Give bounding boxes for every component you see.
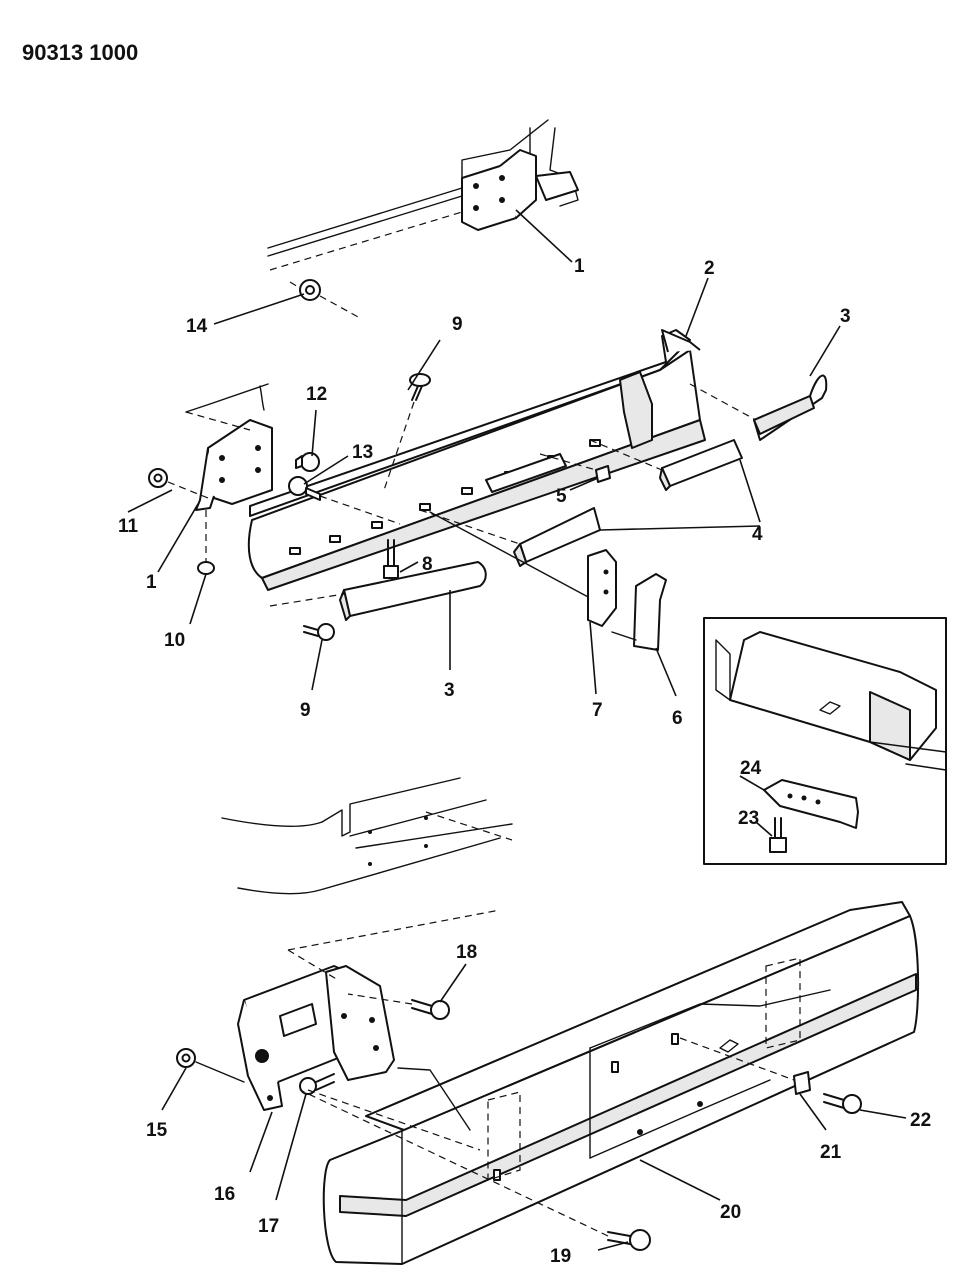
part-13-bolt <box>288 476 401 525</box>
part-24-inset-bracket <box>763 779 859 829</box>
callout-24: 24 <box>740 758 762 779</box>
callout-21: 21 <box>820 1142 842 1163</box>
part-6-guard-insert <box>611 573 667 651</box>
part-1-mount-bracket <box>185 383 273 511</box>
callout-11: 11 <box>118 516 139 537</box>
callout-8: 8 <box>422 554 433 575</box>
callout-12: 12 <box>306 384 327 405</box>
part-12-bolt <box>295 452 320 472</box>
part-16-lower-bracket <box>237 965 471 1131</box>
callout-9-lower: 9 <box>300 700 311 721</box>
callout-4: 4 <box>752 524 763 545</box>
part-14-spacer <box>289 279 361 319</box>
part-21-clip-nut <box>679 1037 811 1095</box>
part-3-end-cap-left <box>269 561 487 621</box>
callout-1-lower: 1 <box>146 572 157 593</box>
callout-18: 18 <box>456 942 477 963</box>
callout-22: 22 <box>910 1110 931 1131</box>
part-8-bolt <box>383 539 399 579</box>
part-7-guard <box>587 549 617 627</box>
part-9-bolt-lower <box>303 623 335 641</box>
part-18-bolt <box>347 993 450 1020</box>
callout-15: 15 <box>146 1120 168 1141</box>
callout-6: 6 <box>672 708 683 729</box>
callout-17: 17 <box>258 1216 279 1237</box>
callout-labels: 1 1 2 3 3 4 5 6 7 8 9 9 10 11 12 13 14 1… <box>118 256 931 1267</box>
callout-10: 10 <box>164 630 185 651</box>
inset-detail <box>703 617 947 865</box>
callout-7: 7 <box>592 700 603 721</box>
callout-9-upper: 9 <box>452 314 463 335</box>
part-17-bolt <box>299 1073 335 1095</box>
callout-14: 14 <box>186 316 208 337</box>
part-4-pad-upper <box>589 439 743 491</box>
part-2-upper-bumper-bar <box>247 329 706 591</box>
callout-3-right: 3 <box>840 306 851 327</box>
leader-lines <box>127 209 907 1251</box>
callout-20: 20 <box>720 1202 741 1223</box>
callout-16: 16 <box>214 1184 235 1205</box>
callout-19: 19 <box>550 1246 571 1267</box>
part-10-plug <box>197 510 215 575</box>
upper-bumper-assembly <box>148 119 828 651</box>
part-4-pad-lower <box>419 507 601 599</box>
part-20-lower-bumper <box>322 901 920 1265</box>
callout-5: 5 <box>556 486 567 507</box>
part-23-inset-bolt <box>769 817 787 853</box>
part-3-end-cap-right <box>689 374 828 441</box>
part-1-frame-bracket <box>461 149 579 231</box>
callout-1-upper: 1 <box>574 256 585 277</box>
part-22-bolt <box>823 1093 862 1114</box>
part-11-nut <box>148 468 209 499</box>
document-number: 90313 1000 <box>22 40 138 65</box>
part-5-clip-nut <box>539 453 611 483</box>
callout-3-left: 3 <box>444 680 455 701</box>
callout-13: 13 <box>352 442 373 463</box>
body-outline-lower <box>221 777 513 895</box>
lower-bumper-assembly <box>176 777 920 1265</box>
callout-2: 2 <box>704 258 715 279</box>
callout-23: 23 <box>738 808 759 829</box>
part-9-bolt-upper <box>383 373 431 491</box>
part-19-bolt <box>299 1089 651 1251</box>
part-15-nut <box>176 1048 245 1083</box>
